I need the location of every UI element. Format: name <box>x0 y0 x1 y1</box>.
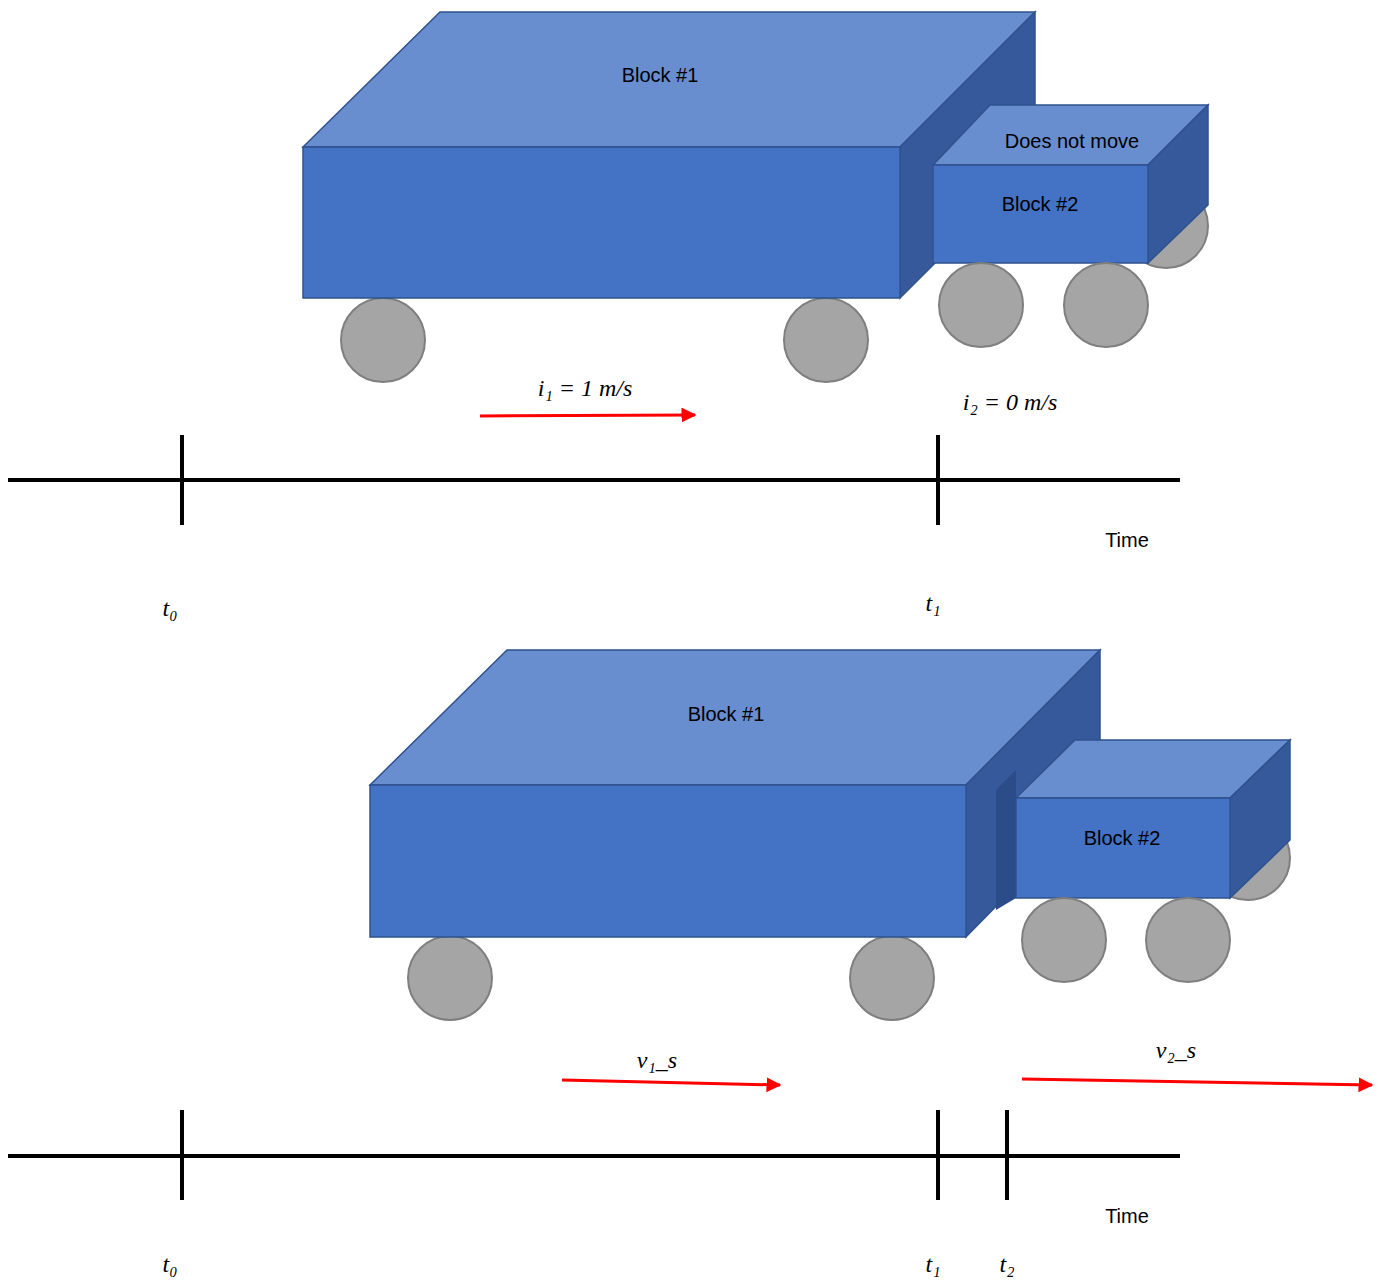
velocity-arrow <box>562 1080 780 1085</box>
block-front-face <box>303 147 900 298</box>
wheel <box>1022 898 1106 982</box>
block-side-face <box>1148 105 1208 263</box>
time-tick <box>1005 1110 1009 1200</box>
block-one: Block #1 <box>440 30 900 120</box>
block-two: Block #2 <box>1016 798 1230 898</box>
wheel <box>784 298 868 382</box>
block-label: Block #2 <box>1002 192 1079 216</box>
axis-title: Time <box>1105 1205 1149 1227</box>
axis-title: Time <box>1105 529 1149 551</box>
wheel <box>408 936 492 1020</box>
wheel <box>1146 898 1230 982</box>
final-velocity: v₂_s <box>1156 1037 1196 1063</box>
initial-velocity: i₁ = 1 m/s <box>538 375 633 401</box>
time-mark: t₂ <box>999 1251 1014 1277</box>
time-tick <box>936 1110 940 1200</box>
initial-velocity: i₂ = 0 m/s <box>963 389 1058 415</box>
block-one: Block #1 <box>507 660 947 760</box>
velocity-arrow <box>480 415 695 416</box>
block-front-face <box>370 785 966 937</box>
final-velocity: v₁_s <box>637 1047 677 1073</box>
block-two: Does not moveBlock #2 <box>933 105 1208 263</box>
block-label: Block #1 <box>622 63 699 87</box>
wheel <box>1064 263 1148 347</box>
time-mark: t₁ <box>925 590 940 616</box>
block-label: Block #2 <box>1084 826 1161 850</box>
wheel <box>850 936 934 1020</box>
velocity-arrow <box>1022 1079 1372 1085</box>
block-side-face <box>1230 740 1290 898</box>
block-front-face <box>1016 798 1230 898</box>
status-note: Does not move <box>1005 129 1140 153</box>
time-mark: t₀ <box>162 1251 177 1277</box>
block-gap-shadow <box>996 770 1016 910</box>
wheel <box>939 263 1023 347</box>
time-mark: t₀ <box>162 595 177 621</box>
block-front-face <box>933 165 1148 263</box>
time-tick <box>180 435 184 525</box>
time-tick <box>180 1110 184 1200</box>
block-label: Block #1 <box>688 702 765 726</box>
time-tick <box>936 435 940 525</box>
wheel <box>341 298 425 382</box>
time-mark: t₁ <box>925 1251 940 1277</box>
